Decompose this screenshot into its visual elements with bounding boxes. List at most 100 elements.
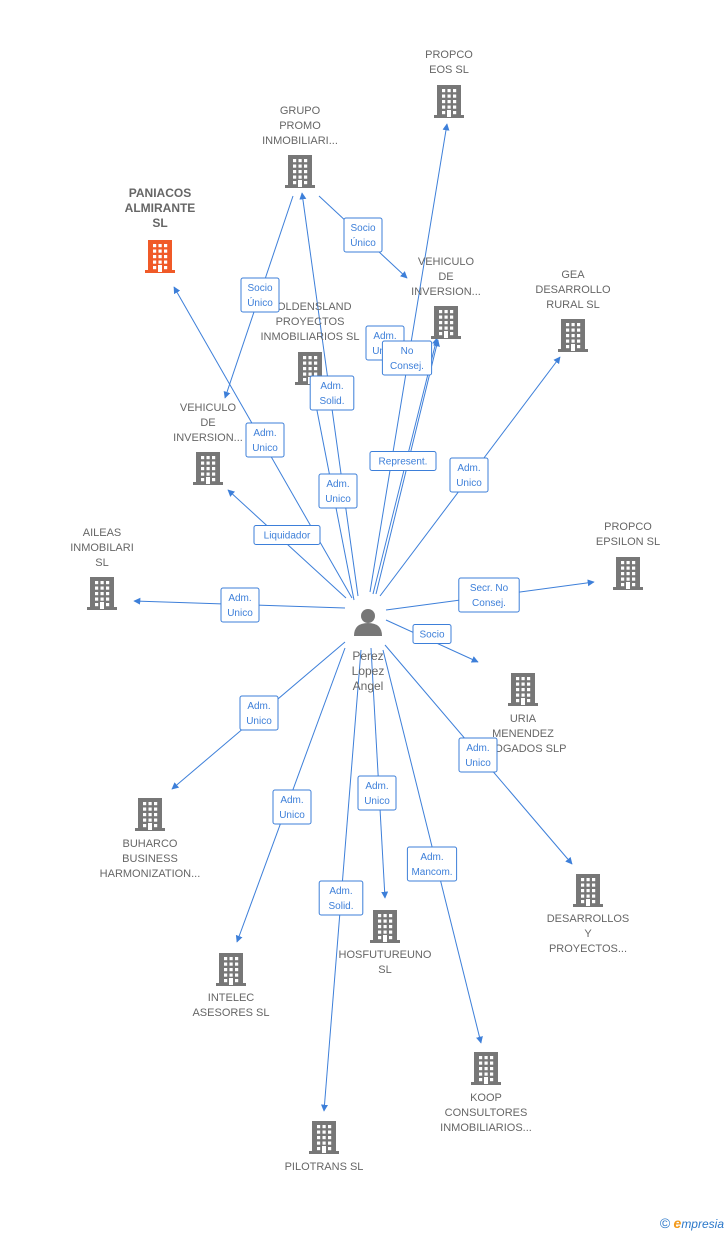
company-label: CONSULTORES	[445, 1107, 528, 1119]
company-label: PROPCO	[425, 49, 473, 61]
company-node-propco_epsilon[interactable]: PROPCO EPSILON SL	[596, 521, 660, 590]
company-node-pilotrans[interactable]: PILOTRANS SL	[285, 1121, 364, 1173]
company-label: DE	[200, 417, 215, 429]
edge-label-box	[318, 473, 358, 509]
edge-label-box	[309, 375, 355, 411]
edge-label: Adm. Unico	[239, 695, 279, 731]
building-icon	[573, 874, 603, 907]
company-node-desarrollos[interactable]: DESARROLLOSYPROYECTOS...	[547, 874, 630, 955]
company-node-intelec[interactable]: INTELEC ASESORES SL	[192, 953, 270, 1019]
edge-label-box	[357, 775, 397, 811]
building-icon	[370, 910, 400, 943]
company-label: VEHICULO	[180, 402, 237, 414]
company-label: URIA	[510, 713, 537, 725]
person-label: Perez	[352, 649, 383, 663]
edge-label-text: Adm.	[253, 428, 276, 439]
company-label: PROPCO	[604, 521, 652, 533]
company-label: INMOBILIARIOS...	[440, 1122, 532, 1134]
edge-labels-layer: Adm.UnicoSocioÚnicoSocioÚnicoAdm.UnicoAd…	[220, 217, 520, 916]
person-icon	[354, 609, 382, 636]
edge-label-text: Único	[350, 236, 376, 249]
edge-label-text: Solid.	[319, 396, 344, 407]
company-label: PROMO	[279, 120, 321, 132]
company-node-hosfutureuno[interactable]: HOSFUTUREUNO SL	[339, 910, 432, 976]
company-label: INTELEC	[208, 992, 255, 1004]
edge-label-text: Unico	[227, 608, 253, 619]
edge-label-text: Adm.	[280, 795, 303, 806]
edge-label: Adm.Unico	[458, 737, 498, 773]
edge-label: Represent.	[369, 451, 437, 471]
company-node-vehiculo2[interactable]: VEHICULO DE INVERSION...	[173, 402, 243, 485]
company-label: ASESORES SL	[192, 1007, 269, 1019]
company-node-koop[interactable]: KOOPCONSULTORESINMOBILIARIOS...	[440, 1052, 532, 1134]
footer-brand: © empresia	[660, 1215, 724, 1231]
building-icon	[431, 306, 461, 339]
edge-label: Adm.Unico	[245, 422, 285, 458]
edge-label-box	[239, 695, 279, 731]
edge-label-text: Único	[247, 296, 273, 309]
company-label: INVERSION...	[173, 432, 243, 444]
building-icon	[145, 240, 175, 273]
edge-label-text: Liquidador	[264, 531, 311, 542]
edge-label-box	[253, 525, 321, 545]
building-icon	[193, 452, 223, 485]
edge-label-text: Socio	[350, 223, 375, 234]
company-label: INMOBILARI	[70, 542, 134, 554]
company-node-uria[interactable]: URIA MENENDEZ ABOGADOS SLP	[480, 673, 567, 755]
edge-label-box	[449, 457, 489, 493]
edge-label-box	[412, 624, 452, 644]
edge-label-text: Unico	[279, 810, 305, 821]
edge-label-text: Adm.	[365, 781, 388, 792]
edge-label-text: Adm.	[247, 701, 270, 712]
edge-label-text: Consej.	[390, 361, 424, 372]
edge-label-box	[318, 880, 364, 916]
brand-initial: e	[673, 1215, 682, 1231]
edge-label-text: Unico	[325, 494, 351, 505]
company-node-grupo_promo[interactable]: GRUPOPROMOINMOBILIARI...	[262, 105, 338, 188]
building-icon	[135, 798, 165, 831]
edge-label-text: Adm.	[320, 381, 343, 392]
edge-label-text: Adm.	[228, 593, 251, 604]
company-label: GEA	[561, 269, 585, 281]
company-label: GRUPO	[280, 105, 321, 117]
edge-label-text: Unico	[246, 716, 272, 727]
company-node-buharco[interactable]: BUHARCOBUSINESSHARMONIZATION...	[100, 798, 201, 880]
company-label: INMOBILIARIOS SL	[260, 331, 359, 343]
company-label: HOSFUTUREUNO	[339, 949, 432, 961]
company-label: SL	[378, 964, 391, 976]
edge-label-text: Represent.	[379, 457, 428, 468]
edge-label: Adm. Unico	[220, 587, 260, 623]
company-node-vehiculo1[interactable]: VEHICULODEINVERSION...	[411, 256, 481, 339]
building-icon	[216, 953, 246, 986]
edge-label-box	[406, 846, 458, 882]
company-label: VEHICULO	[418, 256, 475, 268]
company-label: MENENDEZ	[492, 728, 554, 740]
company-label: PILOTRANS SL	[285, 1161, 364, 1173]
edge-label-box	[369, 451, 437, 471]
edge-label-text: Adm.	[457, 463, 480, 474]
company-label: BUHARCO	[122, 838, 177, 850]
edge-label: Adm.Unico	[318, 473, 358, 509]
edge-label-box	[381, 340, 433, 376]
edge-label: Adm. Unico	[272, 789, 312, 825]
edge-label: Adm.Solid.	[318, 880, 364, 916]
company-label: ABOGADOS SLP	[480, 743, 567, 755]
edge-label: Adm.Unico	[449, 457, 489, 493]
company-label: PANIACOS	[129, 186, 191, 200]
company-label: EPSILON SL	[596, 536, 660, 548]
company-label: PROYECTOS...	[549, 943, 627, 955]
building-icon	[613, 557, 643, 590]
edge-label-box	[240, 277, 280, 313]
